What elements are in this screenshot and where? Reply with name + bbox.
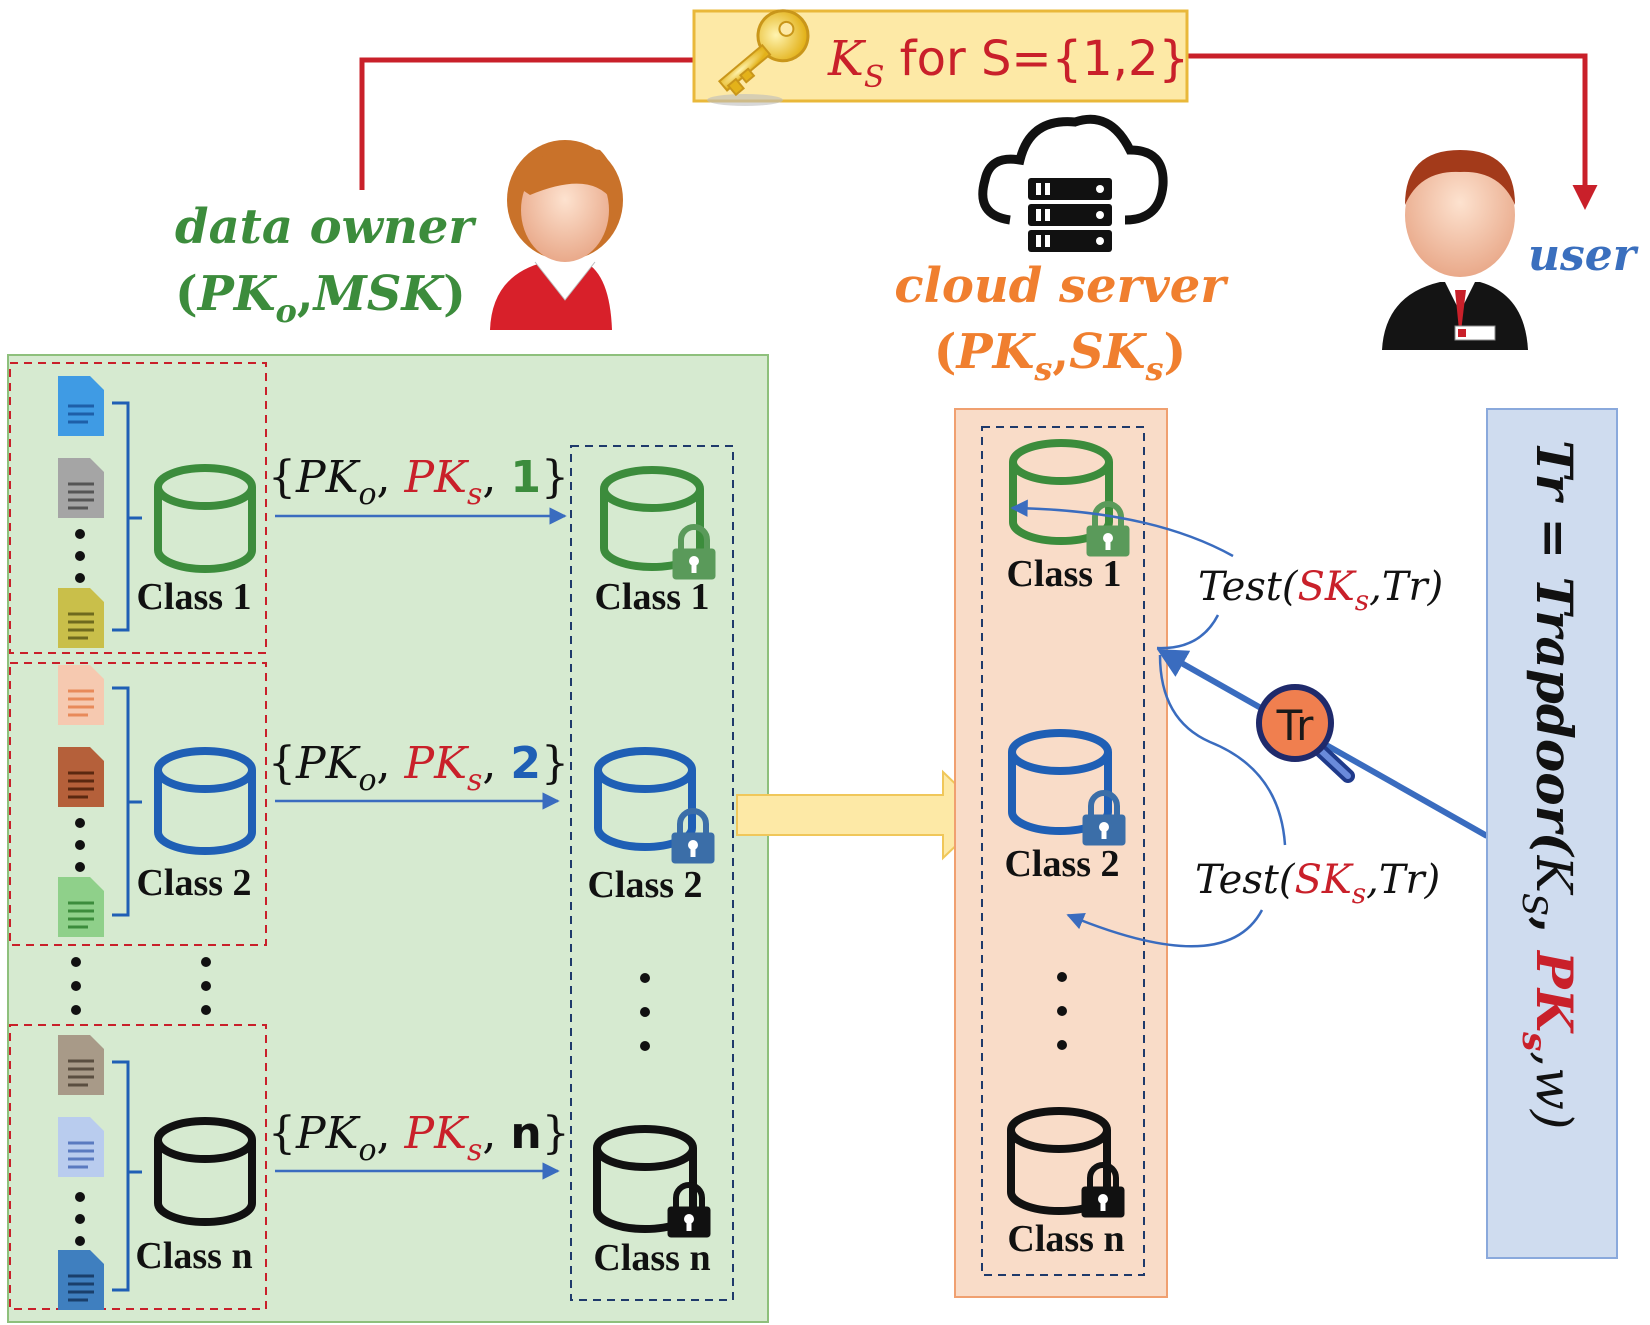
class-label: Class n (593, 1237, 710, 1279)
data-owner-avatar-icon (490, 140, 623, 330)
database-icon-class-2 (154, 747, 256, 855)
class-label: Class 1 (136, 576, 251, 618)
test-curve (1156, 614, 1220, 650)
test-arrow-class-1 (1010, 499, 1234, 558)
document-icon (58, 665, 104, 725)
ellipsis-dots (640, 973, 650, 1051)
cloud-database-class-1 (1009, 439, 1129, 556)
key-box: KS for S={1,2} (692, 9, 1189, 106)
bracket (112, 401, 142, 632)
class-label: Class 2 (587, 864, 702, 906)
database-icon-class-n (154, 1117, 256, 1226)
document-icon (58, 877, 104, 937)
test-label-1: Test(SKs,Tr) (1198, 564, 1443, 617)
ellipsis-dots (71, 957, 81, 1015)
test-curve (1158, 654, 1287, 846)
class-label: Class 1 (1006, 553, 1121, 595)
database-icon-class-1 (154, 464, 256, 573)
encrypt-label-1: {PKo, PKs, 1} (268, 452, 569, 512)
owner-keys: (PKo,MSK) (175, 266, 466, 330)
cloud-classes-column (981, 426, 1145, 1276)
encrypted-database-class-2 (594, 747, 714, 863)
upload-arrow (736, 769, 990, 861)
user-avatar-icon (1382, 150, 1528, 350)
class-label: Class n (1007, 1218, 1124, 1260)
magnifier-trapdoor-icon (1256, 684, 1355, 783)
encrypt-label-2: {PKo, PKs, 2} (268, 738, 569, 798)
key-label: KS for S={1,2} (827, 31, 1189, 95)
class-label: Class n (135, 1235, 252, 1277)
key-distribution-line (359, 53, 1598, 210)
document-icon (58, 458, 104, 518)
test-label-2: Test(SKs,Tr) (1195, 857, 1440, 910)
encrypt-label-n: {PKo, PKs, n} (268, 1108, 570, 1168)
ellipsis-dots (75, 818, 85, 872)
key-icon (707, 9, 810, 106)
class-group-1 (9, 362, 267, 654)
server-keys: (PKs,SKs) (934, 324, 1186, 388)
encrypted-database-class-n (593, 1125, 710, 1237)
class-label: Class 2 (136, 862, 251, 904)
document-icon (58, 1117, 104, 1177)
class-label: Class 2 (1004, 843, 1119, 885)
bracket (112, 1060, 142, 1292)
server-name: cloud server (894, 258, 1229, 314)
trapdoor-badge-label: Tr (1276, 701, 1314, 750)
encrypted-database-class-1 (600, 466, 715, 579)
cloud-server-icon (978, 114, 1168, 252)
ellipsis-dots (201, 957, 211, 1015)
class-group-2 (9, 662, 267, 946)
class-group-n (9, 1024, 267, 1310)
class-label: Class 1 (594, 576, 709, 618)
document-icon (58, 1250, 104, 1310)
test-arrow-class-2 (1066, 909, 1264, 948)
document-icon (58, 376, 104, 436)
document-icon (58, 588, 104, 648)
document-icon (58, 1035, 104, 1095)
ellipsis-dots (75, 1192, 85, 1246)
document-icon (58, 747, 104, 807)
user-name: user (1528, 230, 1639, 281)
cloud-database-class-n (1007, 1107, 1124, 1217)
ellipsis-dots (1057, 972, 1067, 1050)
cloud-database-class-2 (1008, 729, 1125, 845)
bracket (112, 686, 142, 917)
encrypted-classes-column (570, 445, 734, 1301)
trapdoor-formula: Tr = Trapdoor(KS, PKs,w) (1514, 440, 1584, 1129)
trapdoor-panel (1486, 408, 1618, 1259)
owner-name: data owner (175, 199, 477, 255)
ellipsis-dots (75, 529, 85, 583)
